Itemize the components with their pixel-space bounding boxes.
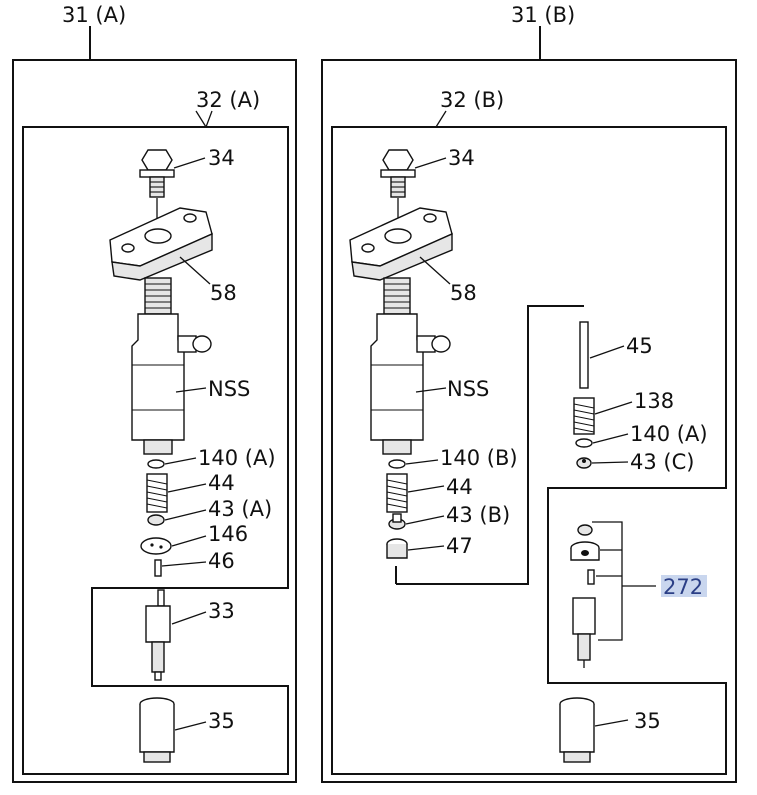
assembly-b-frame — [321, 59, 737, 783]
cap-part — [386, 538, 408, 559]
subassembly-a-outline — [22, 126, 289, 775]
part-35-b-label: 35 — [634, 709, 661, 733]
part-43b-label: 43 (B) — [446, 503, 510, 527]
subassembly-b-label: 32 (B) — [440, 88, 504, 112]
washer-b2-part — [575, 438, 593, 448]
kit-272-parts — [570, 521, 656, 668]
part-35-a-label: 35 — [208, 709, 235, 733]
part-138-label: 138 — [634, 389, 674, 413]
part-nss-b-label: NSS — [447, 377, 489, 401]
part-272-label[interactable]: 272 — [663, 575, 703, 599]
pin-part — [154, 559, 162, 577]
spacer-part — [140, 537, 172, 555]
bolt-b-part — [380, 149, 416, 225]
nut-a-part — [139, 697, 175, 763]
part-43a-label: 43 (A) — [208, 497, 272, 521]
part-140b-label: 140 (B) — [440, 446, 518, 470]
assembly-a-label: 31 (A) — [62, 3, 126, 27]
clamp-a-part — [109, 207, 213, 281]
assembly-b-label: 31 (B) — [511, 3, 575, 27]
part-34-a-label: 34 — [208, 146, 235, 170]
nozzle-holder-a-part — [131, 277, 212, 455]
part-34-b-label: 34 — [448, 146, 475, 170]
part-nss-a-label: NSS — [208, 377, 250, 401]
spring-b-part — [386, 473, 408, 513]
subassembly-a-label: 32 (A) — [196, 88, 260, 112]
part-58-b-label: 58 — [450, 281, 477, 305]
subassembly-b-outline — [331, 126, 727, 775]
part-47-label: 47 — [446, 534, 473, 558]
spring-a-part — [146, 473, 168, 513]
part-33-label: 33 — [208, 599, 235, 623]
seat-a-part — [147, 514, 165, 526]
part-44-b-label: 44 — [446, 475, 473, 499]
rod-part — [579, 321, 589, 389]
seat-c-part — [576, 457, 592, 469]
part-146-label: 146 — [208, 522, 248, 546]
part-140a-a-label: 140 (A) — [198, 446, 276, 470]
clamp-b-part — [349, 207, 453, 281]
part-45-label: 45 — [626, 334, 653, 358]
washer-a-part — [147, 459, 165, 469]
part-44-a-label: 44 — [208, 471, 235, 495]
part-58-a-label: 58 — [210, 281, 237, 305]
bolt-a-part — [139, 149, 175, 225]
assembly-a-frame — [12, 59, 297, 783]
washer-b-part — [388, 459, 406, 469]
part-43c-label: 43 (C) — [630, 450, 694, 474]
nut-b-part — [559, 697, 595, 763]
part-46-label: 46 — [208, 549, 235, 573]
nozzle-part — [145, 589, 171, 681]
part-140a-b-label: 140 (A) — [630, 422, 708, 446]
nozzle-holder-b-part — [370, 277, 451, 455]
spring-138-part — [573, 397, 595, 435]
seat-b-part — [388, 513, 406, 530]
subassembly-b-inner-outline — [396, 305, 584, 585]
kit-272-highlight — [661, 575, 707, 597]
